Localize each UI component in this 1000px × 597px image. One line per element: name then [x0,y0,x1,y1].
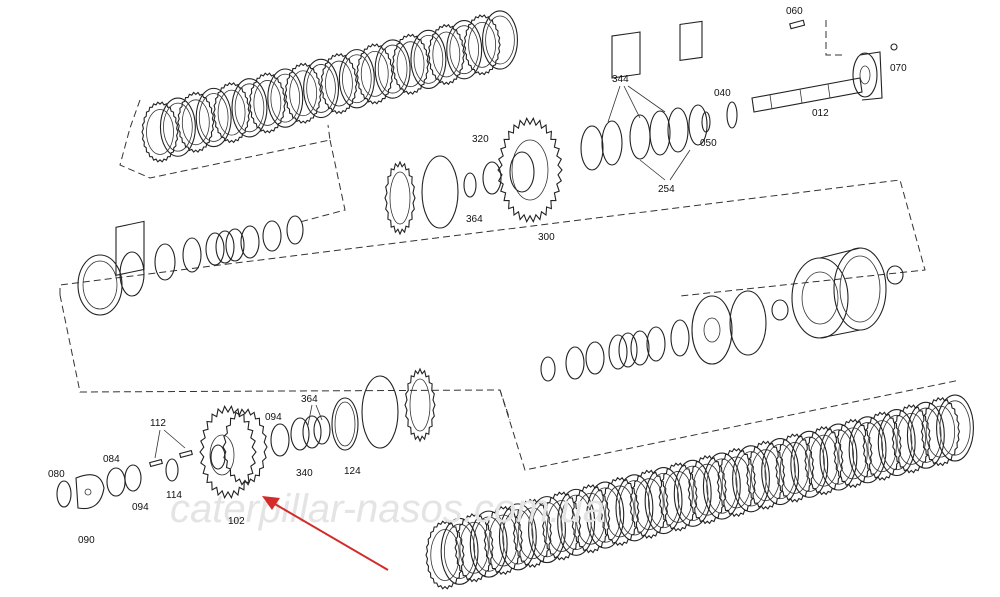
label-094-left: 094 [132,502,149,513]
gear-300 [497,116,563,224]
clutch-plate [427,23,465,86]
clutch-plate [267,68,304,128]
splined-hub-upper [384,160,416,236]
label-050: 050 [700,138,717,149]
ring-094-right [270,423,290,457]
clutch-plate [848,416,887,484]
label-080: 080 [48,469,65,480]
clutch-plate [732,445,770,513]
pins-112 [149,449,193,468]
middle-right-assembly [540,290,767,382]
clutch-plate [498,503,537,571]
label-344: 344 [612,74,629,85]
ring-084 [106,467,126,497]
bearing-340 [290,415,322,451]
label-124: 124 [344,466,361,477]
clutch-plate [177,91,215,153]
label-094-right: 094 [265,412,282,423]
label-090: 090 [78,535,95,546]
clutch-plate [391,33,430,95]
clutch-plate [877,408,916,477]
dashed-connectors [59,20,961,471]
bolt-070 [890,43,898,51]
label-070: 070 [890,63,907,74]
clutch-plate [410,29,447,90]
clutch-plate [195,87,232,148]
ring-124 [331,397,359,451]
clutch-plate [440,517,479,585]
ring-040 [726,101,738,129]
clutch-plate [761,438,800,506]
clutch-plate-stack-top [141,10,519,163]
clutch-plate [528,496,566,564]
clutch-plate [213,82,251,144]
clutch-plate [446,20,483,80]
watermark-text: caterpillar-nasos.com.ua [170,487,605,531]
clutch-plate [644,467,683,535]
clutch-plate [303,58,340,119]
ring-320 [482,161,502,195]
red-arrow [262,496,389,571]
label-300: 300 [538,232,555,243]
clutch-plate [790,430,829,498]
splined-hub-lower [404,367,436,443]
label-364-upper: 364 [466,214,483,225]
clutch-plate [906,401,945,469]
pin-060 [789,19,806,30]
clutch-plate [557,488,596,556]
snap-ring-upper [421,155,459,229]
clutch-plate [481,10,519,70]
clutch-plate-stack-bottom [425,394,974,590]
leader-lines [154,85,691,459]
ring-364-upper [463,172,477,198]
clutch-plate [320,52,358,115]
label-320: 320 [472,134,489,145]
clutch-plate [159,97,196,157]
clutch-plate [338,49,375,109]
ring-114 [165,458,179,482]
clutch-plate [356,43,394,105]
snap-ring-lower [361,375,399,449]
clutch-plate [231,78,268,138]
part-labels: 060 070 012 040 050 344 254 320 364 300 … [48,6,907,546]
ring-094-left [124,464,142,492]
label-364-lower: 364 [301,394,318,405]
clutch-plate [702,452,741,520]
clutch-drum [771,247,904,339]
clutch-plate [615,474,654,542]
clutch-plate [141,101,179,163]
clutch-plate [586,481,625,549]
clutch-plate [936,394,974,462]
clutch-plate [248,72,286,134]
gear-102 [199,405,268,499]
clutch-plate [463,14,501,76]
label-060: 060 [786,6,803,17]
shaft-012 [751,51,883,113]
label-084: 084 [103,454,120,465]
label-114: 114 [166,490,182,501]
bearing-assembly-upper [580,20,708,171]
washer-080 [56,480,72,508]
label-102: 102 [228,516,245,527]
ring-364-lower [313,415,331,445]
label-112: 112 [150,418,166,429]
plate-090 [75,474,105,510]
label-012: 012 [812,108,829,119]
label-254: 254 [658,184,675,195]
clutch-plate [469,510,508,578]
label-040: 040 [714,88,731,99]
clutch-plate [374,39,411,99]
label-340: 340 [296,468,313,479]
clutch-plate [284,62,322,124]
middle-left-assembly [77,215,304,316]
clutch-plate [819,423,858,491]
clutch-plate [673,459,712,527]
